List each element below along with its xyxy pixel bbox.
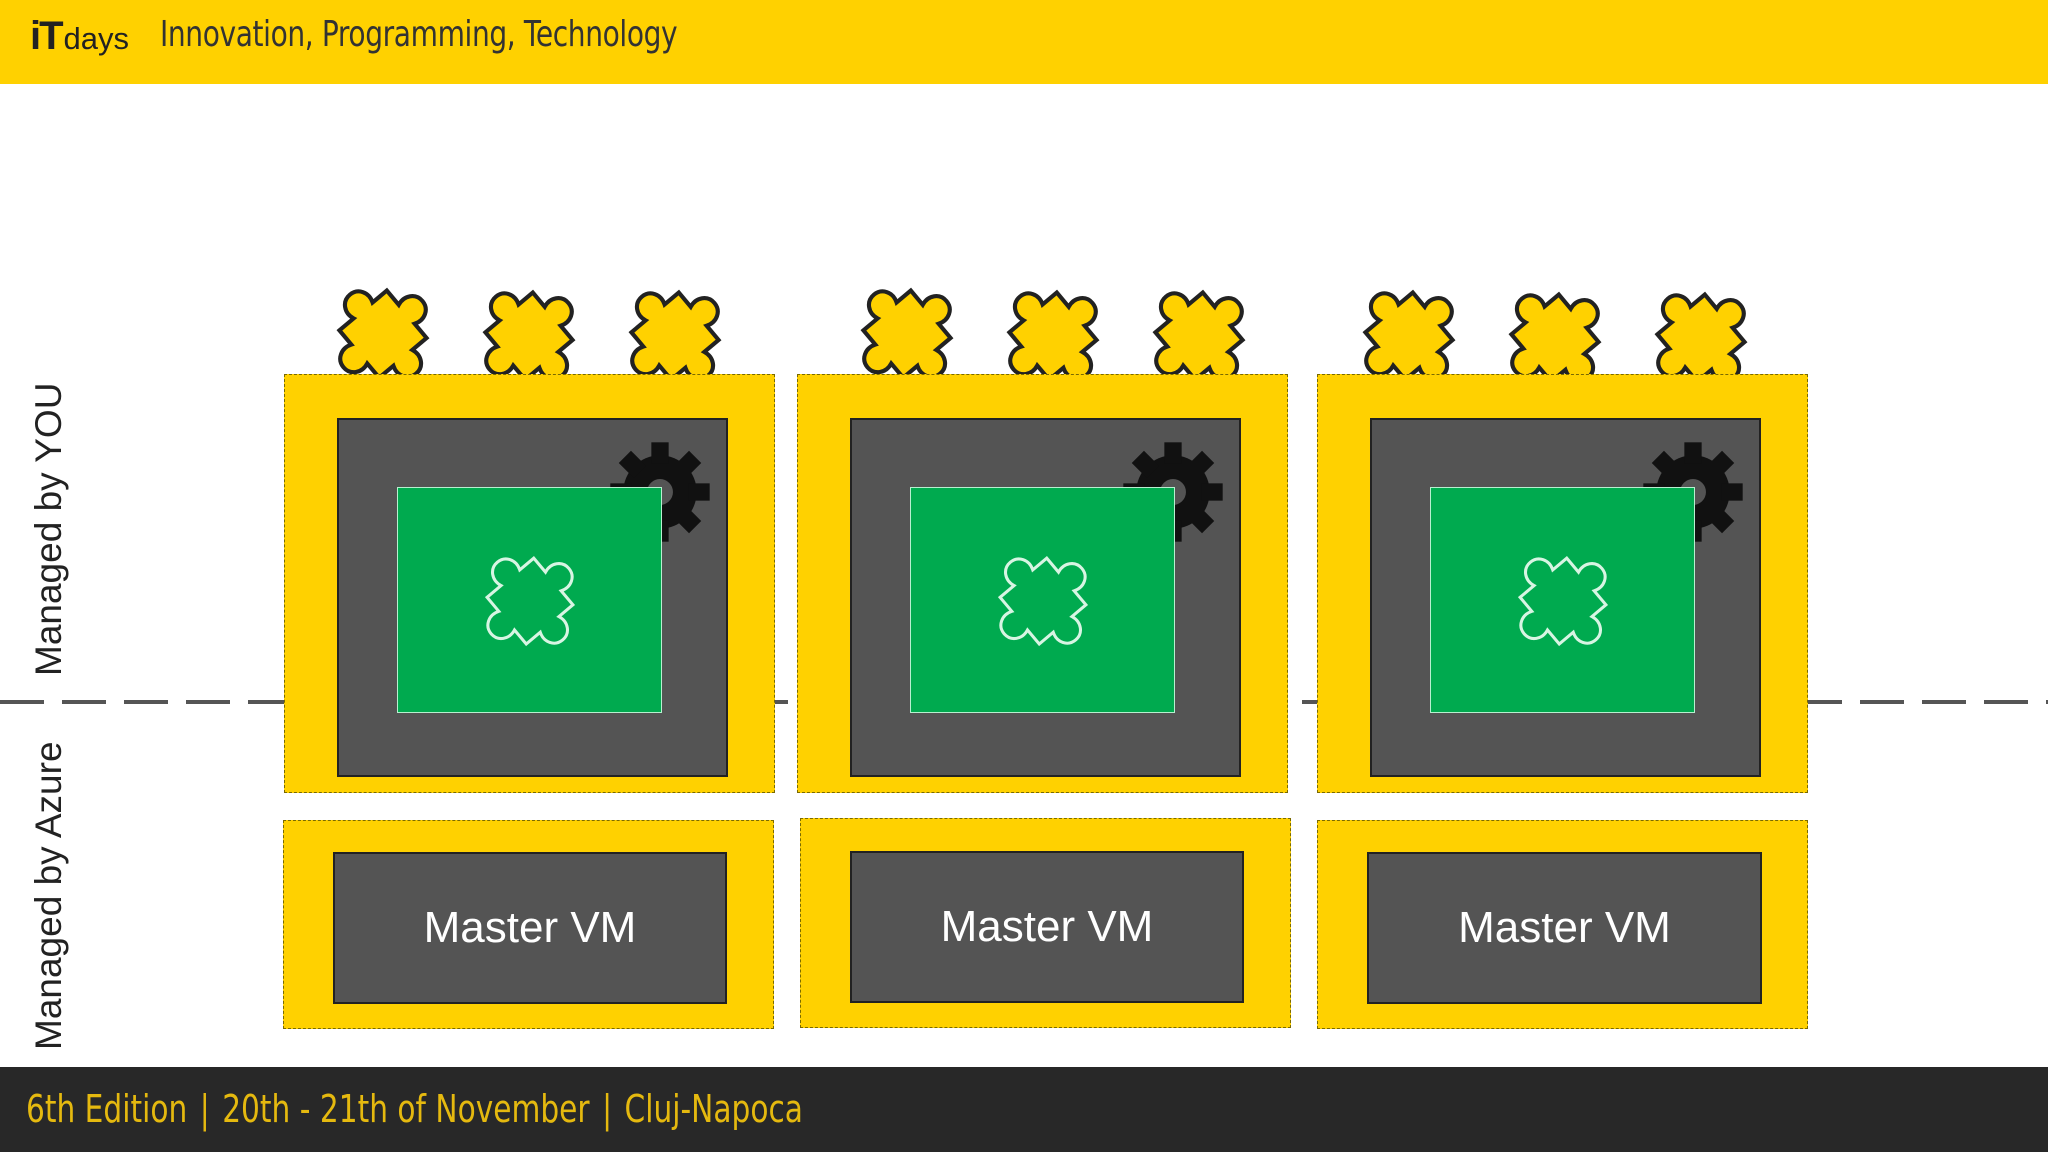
master-vm-box: Master VM: [1367, 852, 1762, 1004]
logo-days-text: days: [63, 21, 130, 56]
master-vm-label: Master VM: [423, 903, 637, 952]
footer-separator: |: [602, 1087, 613, 1131]
managed-by-you-label: Managed by YOU: [28, 382, 69, 676]
container-box: [910, 487, 1175, 713]
container-box: [397, 487, 662, 713]
puzzle-icon: [1497, 530, 1629, 662]
footer-city: Cluj-Napoca: [624, 1087, 803, 1131]
master-vm-label: Master VM: [940, 902, 1154, 951]
footer-bar: 6th Edition|20th - 21th of November|Cluj…: [0, 1067, 2048, 1152]
master-vm-label: Master VM: [1458, 903, 1671, 952]
puzzle-icon: [464, 530, 596, 662]
footer-separator: |: [199, 1087, 210, 1131]
footer-info: 6th Edition|20th - 21th of November|Cluj…: [26, 1087, 803, 1131]
master-vm-box: Master VM: [333, 852, 727, 1004]
itdays-logo: iT days: [30, 14, 129, 70]
container-box: [1430, 487, 1695, 713]
managed-by-azure-label: Managed by Azure: [28, 741, 69, 1050]
master-vm-box: Master VM: [850, 851, 1244, 1003]
header-tagline: Innovation, Programming, Technology: [160, 14, 678, 55]
footer-dates: 20th - 21th of November: [222, 1087, 590, 1131]
footer-edition: 6th Edition: [26, 1087, 188, 1131]
header-bar: iT days Innovation, Programming, Technol…: [0, 0, 2048, 84]
logo-it-text: iT: [30, 14, 64, 58]
puzzle-icon: [977, 530, 1109, 662]
